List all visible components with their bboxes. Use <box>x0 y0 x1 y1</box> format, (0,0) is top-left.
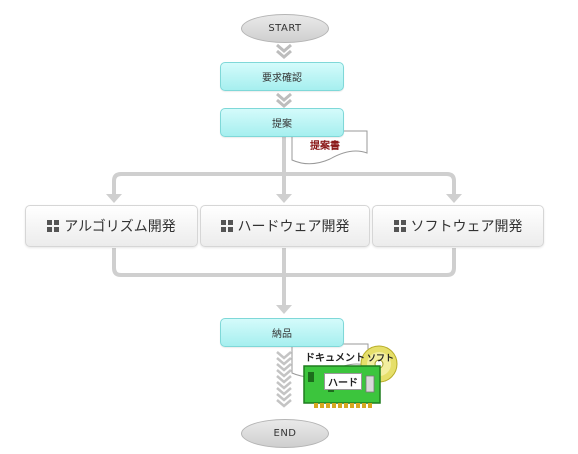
software-cd-label: ソフト <box>367 354 395 364</box>
grid-icon <box>47 220 60 232</box>
step-requirements: 要求確認 <box>220 62 344 91</box>
step-requirements-label: 要求確認 <box>262 73 302 84</box>
step-proposal-label: 提案 <box>272 119 292 130</box>
branch-software-label: ソフトウェア開発 <box>410 219 523 235</box>
proposal-document-label: 提案書 <box>310 141 340 152</box>
end-terminal: END <box>241 419 329 448</box>
branch-algorithm: アルゴリズム開発 <box>25 205 198 247</box>
step-proposal: 提案 <box>220 108 344 137</box>
start-label: START <box>268 23 302 34</box>
end-label: END <box>273 428 297 439</box>
branch-hardware: ハードウェア開発 <box>200 205 370 247</box>
document-deliverable-label: ドキュメント <box>305 353 365 364</box>
step-delivery-label: 納品 <box>272 329 292 340</box>
hardware-board-label: ハード <box>324 373 362 390</box>
start-terminal: START <box>241 14 329 43</box>
branch-hardware-label: ハードウェア開発 <box>237 219 350 235</box>
branch-software: ソフトウェア開発 <box>372 205 544 247</box>
step-delivery: 納品 <box>220 318 344 347</box>
grid-icon <box>393 220 406 232</box>
grid-icon <box>220 220 233 232</box>
branch-algorithm-label: アルゴリズム開発 <box>64 219 176 235</box>
